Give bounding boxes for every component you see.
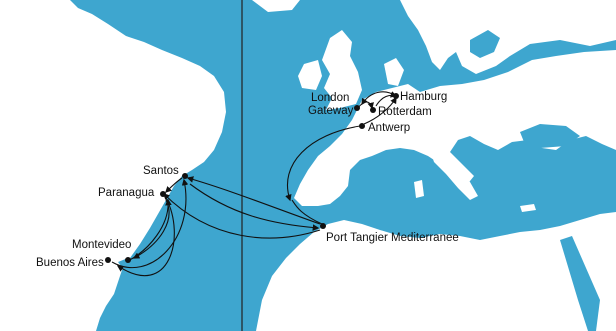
route-tangier-europe	[291, 199, 323, 225]
land-denmark	[384, 58, 404, 86]
route-montevideo-paranagua	[125, 198, 172, 263]
black-sea	[520, 124, 580, 148]
baltic-sea	[470, 30, 500, 58]
land-great-britain	[322, 30, 362, 110]
routes	[111, 91, 398, 277]
land-north-island	[252, 0, 300, 12]
port-dot-buenos-aires[interactable]	[105, 257, 111, 263]
port-dot-santos[interactable]	[182, 173, 188, 179]
land-italy	[430, 150, 478, 200]
land-ireland	[298, 60, 322, 90]
label-gateway: Gateway	[308, 105, 354, 117]
red-sea	[560, 236, 600, 331]
label-santos: Santos	[143, 165, 179, 177]
label-london: London	[311, 92, 349, 104]
port-dot-hamburg[interactable]	[393, 93, 399, 99]
route-tangier-paranagua	[163, 193, 321, 239]
label-hamburg: Hamburg	[400, 91, 447, 103]
route-buenosaires-santos	[111, 178, 189, 269]
route-gateway-rotterdam	[357, 101, 374, 110]
land-south-america	[0, 0, 226, 331]
port-dots	[105, 93, 399, 263]
port-dot-paranagua[interactable]	[160, 191, 166, 197]
route-antwerp-hamburg	[363, 96, 397, 125]
land-scandinavia	[400, 0, 616, 74]
route-tangier-santos-1	[186, 176, 321, 225]
label-buenos-aires: Buenos Aires	[36, 257, 104, 269]
label-paranagua: Paranagua	[98, 187, 155, 199]
port-dot-antwerp[interactable]	[359, 123, 365, 129]
route-santos-tangier-2	[189, 183, 320, 231]
port-dot-montevideo[interactable]	[125, 257, 131, 263]
route-santos-paranagua	[165, 177, 183, 193]
port-dot-rotterdam[interactable]	[370, 107, 376, 113]
port-dot-tangier[interactable]	[320, 223, 326, 229]
route-paranagua-buenosaires	[116, 197, 175, 277]
label-montevideo: Montevideo	[72, 239, 131, 251]
land-north-africa	[256, 212, 616, 331]
land-med-islands	[520, 204, 536, 212]
land-europe-africa	[294, 50, 616, 206]
port-dot-gateway[interactable]	[354, 105, 360, 111]
route-antwerp-tangier	[285, 125, 361, 202]
label-tangier: Port Tangier Mediterranee	[326, 232, 459, 244]
land-sardinia	[414, 180, 424, 198]
label-antwerp: Antwerp	[368, 122, 410, 134]
label-rotterdam: Rotterdam	[378, 106, 432, 118]
